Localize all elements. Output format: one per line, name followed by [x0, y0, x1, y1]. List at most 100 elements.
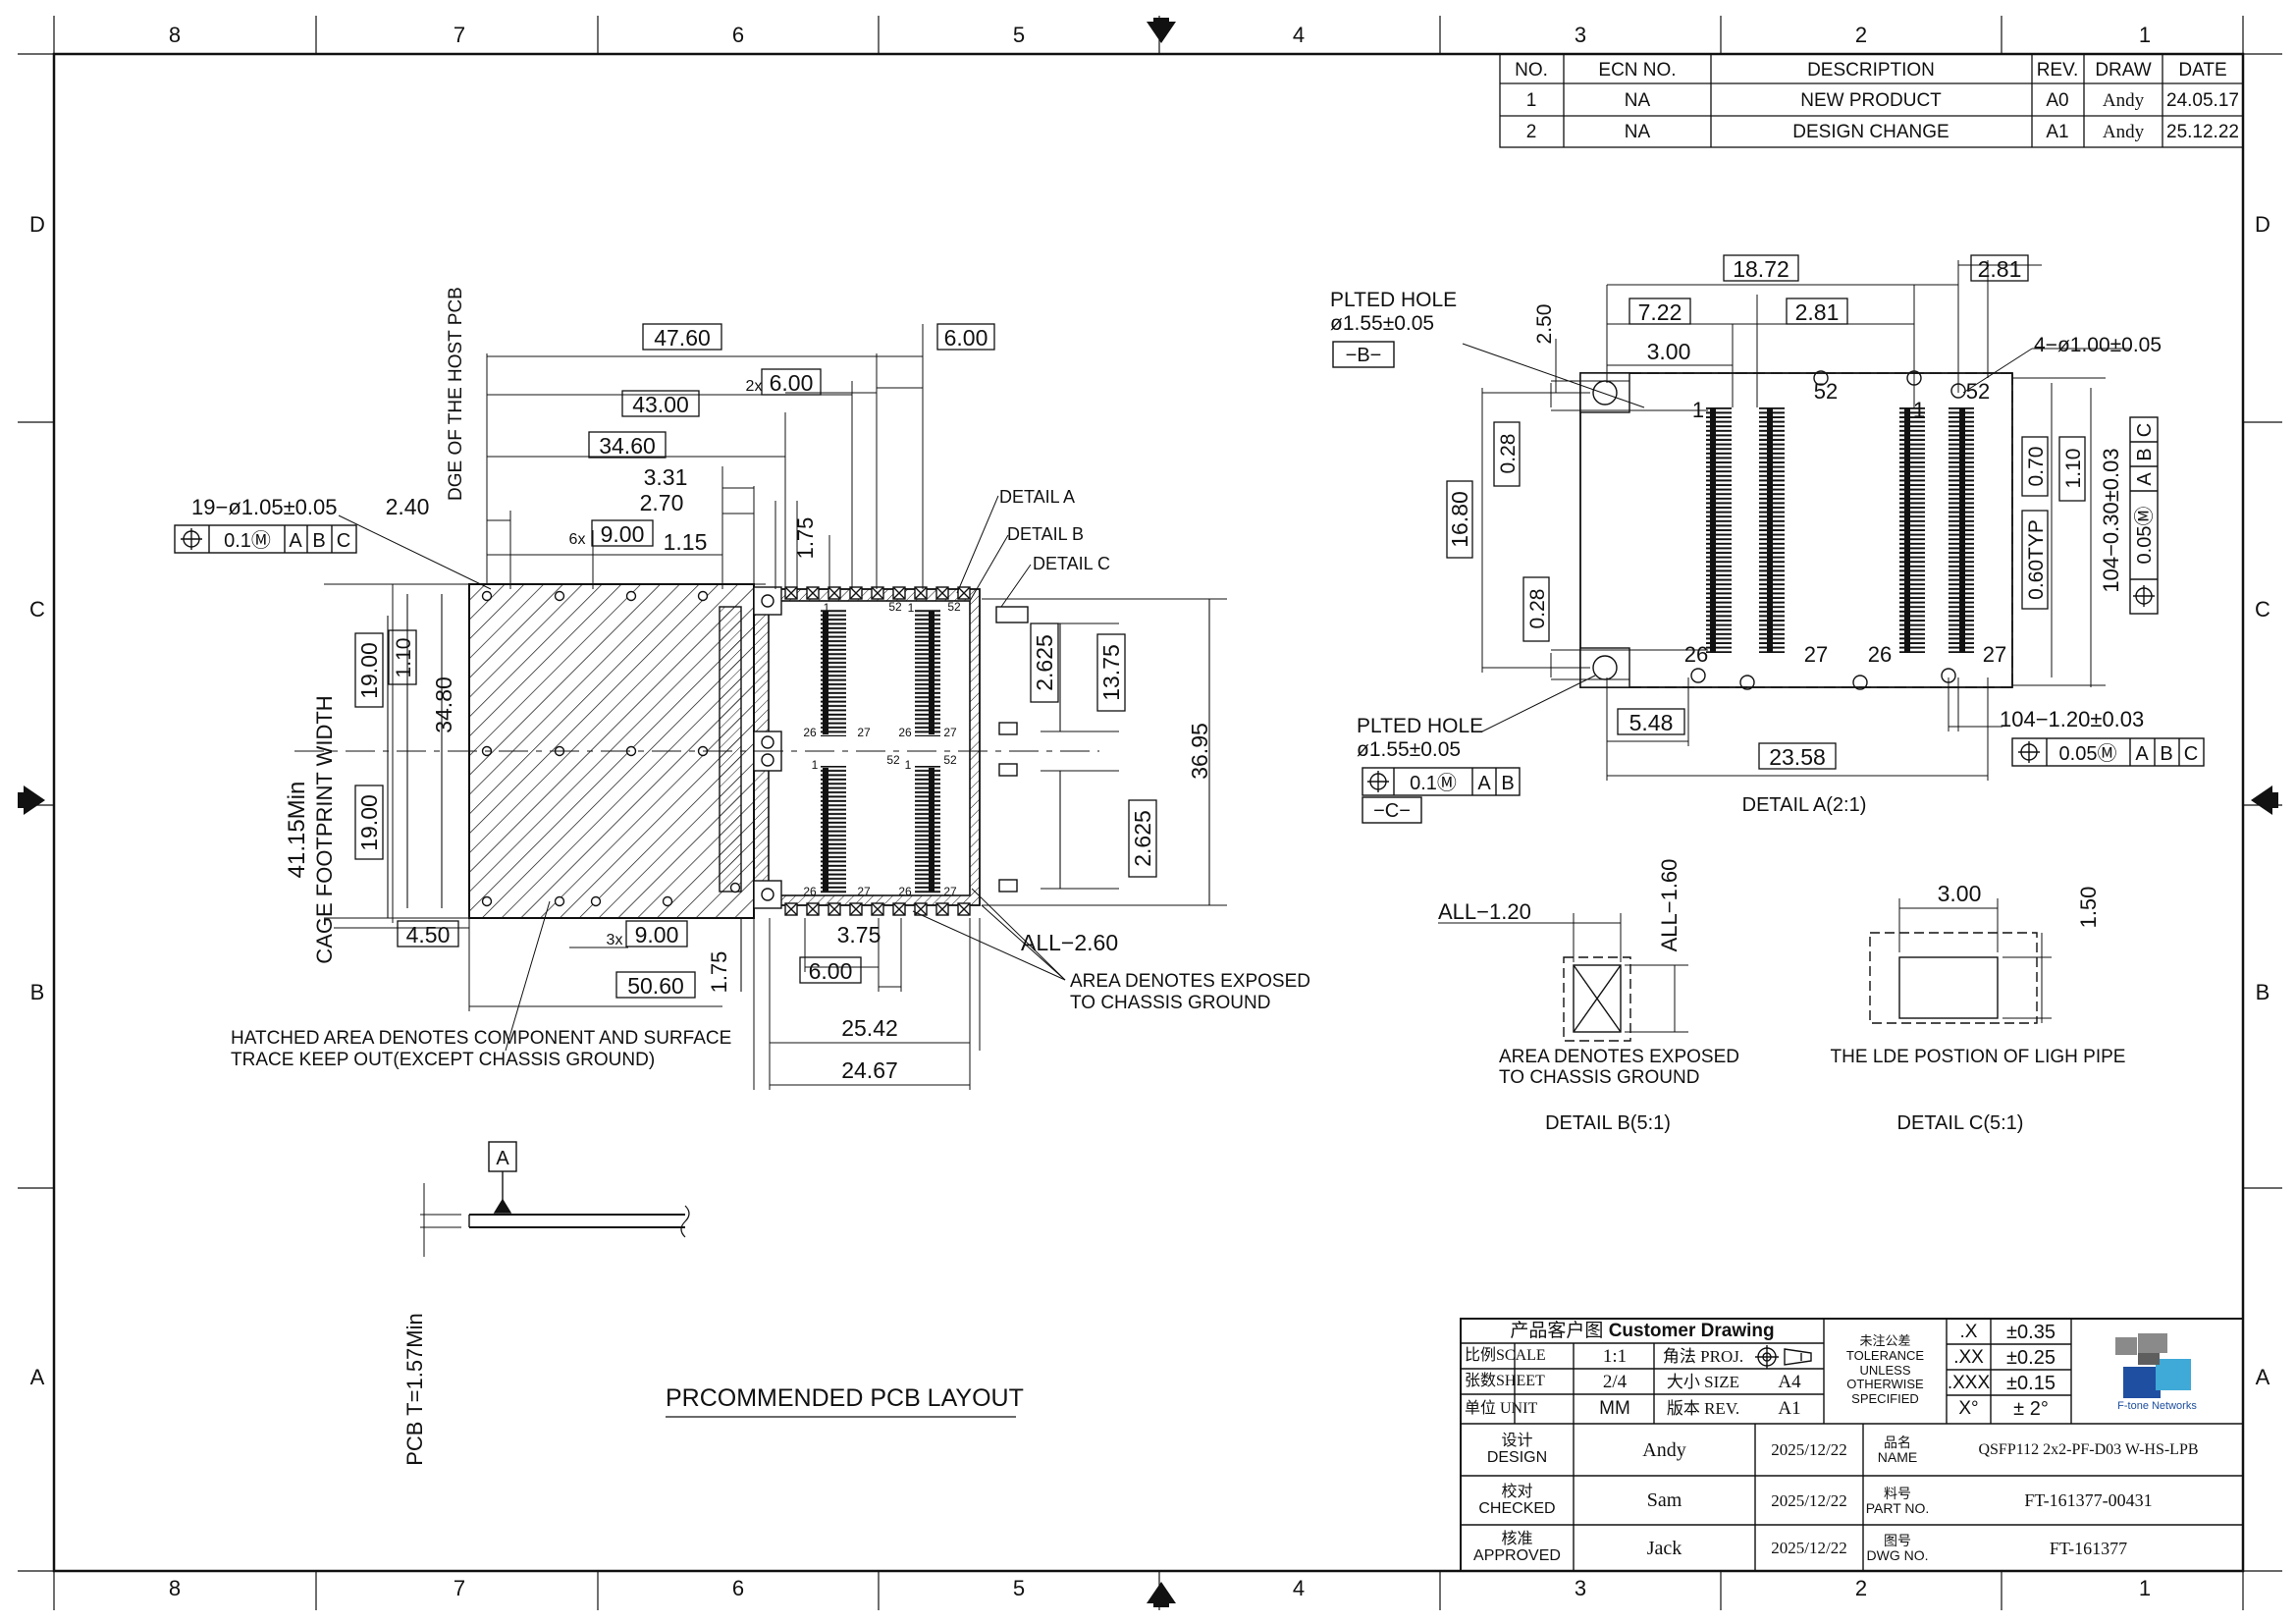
host-pcb-edge-label: DGE OF THE HOST PCB [446, 287, 466, 501]
dimension-box [761, 368, 822, 396]
chassis-pad-cross [935, 902, 949, 916]
dimension-box [1786, 298, 1848, 325]
zone-row-left: C [29, 597, 45, 622]
rev-header: DRAW [2095, 60, 2151, 81]
dimension-box [625, 920, 688, 947]
tolerance-value: ±0.25 [2006, 1346, 2056, 1369]
main-pcb-view [294, 324, 1227, 1090]
rev-cell: 25.12.22 [2166, 122, 2239, 142]
dim-value: 2.81 [1978, 256, 2022, 282]
rev-cell: DESIGN CHANGE [1792, 122, 1949, 142]
frame-datum: A [289, 530, 302, 552]
rev-cell: 2 [1526, 122, 1537, 142]
rev-cell: 1 [1526, 90, 1537, 111]
dim-value: 36.95 [1187, 723, 1212, 780]
pin-label: 52 [888, 600, 902, 614]
frame-datum: A [2135, 743, 2149, 765]
frame-tolerance: 0.1Ⓜ [224, 529, 271, 552]
chassis-pad-cross [957, 902, 971, 916]
rev-cell: Andy [2103, 122, 2145, 142]
dim-value: 1.50 [2076, 887, 2101, 929]
frame-datum: B [2160, 743, 2172, 765]
dim-value: 0.70 [2025, 447, 2048, 487]
dim-value: 0.28 [1526, 589, 1549, 629]
checked-label: 校对 CHECKED [1478, 1483, 1556, 1517]
dim-value: 7.22 [1638, 299, 1682, 325]
pin-label: 1 [1692, 398, 1704, 422]
detail-a-hole-callout: 4−ø1.00±0.05 [2034, 334, 2162, 356]
dimension-box [354, 785, 384, 860]
frame-tolerance: 0.05Ⓜ [2133, 507, 2156, 565]
checked-date: 2025/12/22 [1771, 1490, 1847, 1510]
dim-value: 2.625 [1130, 810, 1155, 867]
chassis-pad-cross [828, 586, 841, 600]
chassis-pad-cross [892, 902, 906, 916]
chassis-pad-cross [806, 902, 820, 916]
frame-tolerance: 0.1Ⓜ [1410, 772, 1457, 794]
frame-datum: B [1501, 773, 1514, 794]
dim-value: 34.80 [431, 677, 456, 733]
frame-datum: C [2134, 423, 2156, 437]
centering-marks [18, 18, 2278, 1607]
sheet-value: 2/4 [1602, 1371, 1628, 1392]
dimension-box [936, 323, 995, 351]
dim-value: 3.00 [1647, 339, 1691, 364]
drawing-border [18, 16, 2282, 1610]
dimension-box [621, 390, 700, 417]
detail-c-caption: DETAIL C(5:1) [1897, 1112, 2024, 1134]
design-label: 设计 DESIGN [1486, 1433, 1548, 1466]
pin-label: 26 [1684, 642, 1708, 667]
pin-label: 52 [1966, 379, 1990, 404]
keep-out-note: TRACE KEEP OUT(EXCEPT CHASSIS GROUND) [231, 1050, 655, 1070]
rev-cell: A1 [2046, 122, 2068, 142]
chassis-pad-cross [849, 902, 863, 916]
pcb-layout-title: PRCOMMENDED PCB LAYOUT [666, 1384, 1024, 1412]
dim-value: 3.75 [837, 922, 881, 947]
company-logo [2115, 1333, 2191, 1398]
rev-header: REV. [2037, 60, 2079, 81]
chassis-pad-cross [871, 586, 884, 600]
dimension-box [1493, 421, 1521, 487]
drawing-type-label: 产品客户图 Customer Drawing [1461, 1320, 1824, 1343]
checker-name: Sam [1646, 1489, 1682, 1511]
detail-b-caption: DETAIL B(5:1) [1545, 1112, 1671, 1134]
host-hole [729, 882, 741, 893]
dimension-box [799, 956, 862, 984]
dimension-box [1446, 480, 1473, 559]
revision-table [1499, 53, 2244, 148]
dim-value: 0.60TYP [2025, 519, 2048, 600]
zone-col-top: 8 [169, 23, 181, 47]
dim-value: 43.00 [632, 392, 689, 417]
detail-b-note: AREA DENOTES EXPOSED [1499, 1047, 1739, 1067]
dim-value: 2.50 [1533, 304, 1556, 345]
plted-hole-bottom-label: PLTED HOLE [1357, 715, 1483, 737]
plted-hole-bottom-label: ø1.55±0.05 [1357, 738, 1461, 761]
dwg-number: FT-161377 [2049, 1538, 2128, 1558]
dim-value: 25.42 [841, 1015, 898, 1041]
pin-label: 1 [812, 758, 819, 772]
dim-value: 2.625 [1032, 634, 1057, 691]
zone-col-bottom: 3 [1575, 1576, 1586, 1600]
dimension-box [354, 632, 384, 708]
unit-value: MM [1599, 1398, 1630, 1420]
chassis-pad-cross [828, 902, 841, 916]
size-label: 大小 SIZE [1666, 1372, 1740, 1391]
dim-value: 104−0.30±0.03 [2099, 448, 2123, 592]
tolerance-key: X° [1958, 1398, 1979, 1420]
dim-value: 2.70 [640, 490, 684, 515]
pin-label: 52 [1814, 379, 1838, 404]
frame-datum: C [2184, 743, 2198, 765]
zone-col-top: 3 [1575, 23, 1586, 47]
detail-c-note: THE LDE POSTION OF LIGH PIPE [1831, 1047, 2126, 1067]
zone-col-top: 5 [1013, 23, 1025, 47]
size-value: A4 [1778, 1371, 1801, 1392]
title-block [1460, 1318, 2244, 1572]
pin-label: 1 [908, 601, 915, 615]
frame-datum: A [1477, 773, 1491, 794]
pin-label: 52 [947, 600, 961, 614]
